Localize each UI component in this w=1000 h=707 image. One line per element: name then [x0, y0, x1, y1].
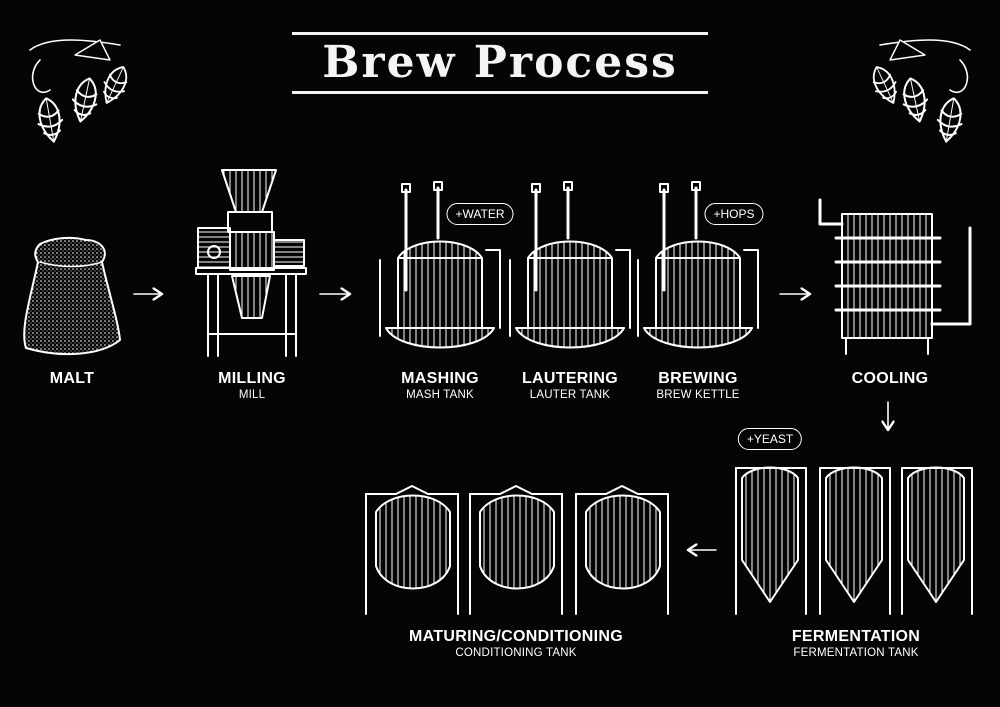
title-banner: Brew Process: [292, 32, 708, 94]
step-sublabel: FERMENTATION TANK: [793, 647, 919, 659]
step-sublabel: MASH TANK: [406, 389, 474, 401]
step-label: MASHING: [401, 370, 479, 387]
hops-icon: [865, 39, 971, 145]
fermentation-tank-icon: [735, 466, 807, 615]
step-malt: MALT: [50, 370, 94, 388]
step-label: MILLING: [218, 370, 286, 387]
fermentation-tank-icon: [901, 466, 973, 615]
hops-icon: [29, 39, 135, 145]
step-maturing: MATURING/CONDITIONING CONDITIONING TANK: [409, 628, 623, 659]
step-label: LAUTERING: [521, 370, 619, 387]
step-lautering: LAUTERING LAUTER TANK: [522, 370, 618, 401]
step-label: COOLING: [851, 370, 929, 387]
mill-icon: [195, 169, 307, 357]
title-rule-top: [292, 32, 708, 35]
step-sublabel: CONDITIONING TANK: [455, 647, 577, 659]
fermentation-tank-icon: [819, 466, 891, 615]
lauter-tank-icon: [509, 181, 631, 349]
conditioning-tank-icon: [469, 485, 563, 615]
step-sublabel: BREW KETTLE: [656, 389, 740, 401]
conditioning-tank-icon: [575, 485, 669, 615]
step-label: FERMENTATION: [791, 628, 921, 645]
yeast-badge: +YEAST: [737, 428, 803, 450]
step-milling: MILLING MILL: [218, 370, 286, 401]
conditioning-tank-icon: [365, 485, 459, 615]
hops-badge: +HOPS: [704, 203, 764, 225]
step-fermentation: FERMENTATION FERMENTATION TANK: [792, 628, 920, 659]
brew-kettle-icon: [637, 181, 759, 349]
step-cooling: COOLING: [852, 370, 929, 388]
step-label: BREWING: [658, 370, 738, 387]
malt-sack-icon: [23, 236, 121, 356]
water-badge: +WATER: [446, 203, 514, 225]
mash-tank-icon: [379, 181, 501, 349]
step-brewing: BREWING BREW KETTLE: [656, 370, 739, 401]
cooler-icon: [818, 198, 972, 355]
title-rule-bottom: [292, 91, 708, 94]
step-label: MALT: [49, 370, 95, 387]
step-mashing: MASHING MASH TANK: [401, 370, 479, 401]
page-title: Brew Process: [322, 37, 678, 88]
step-label: MATURING/CONDITIONING: [409, 628, 623, 645]
step-sublabel: MILL: [238, 389, 266, 401]
step-sublabel: LAUTER TANK: [529, 389, 611, 401]
